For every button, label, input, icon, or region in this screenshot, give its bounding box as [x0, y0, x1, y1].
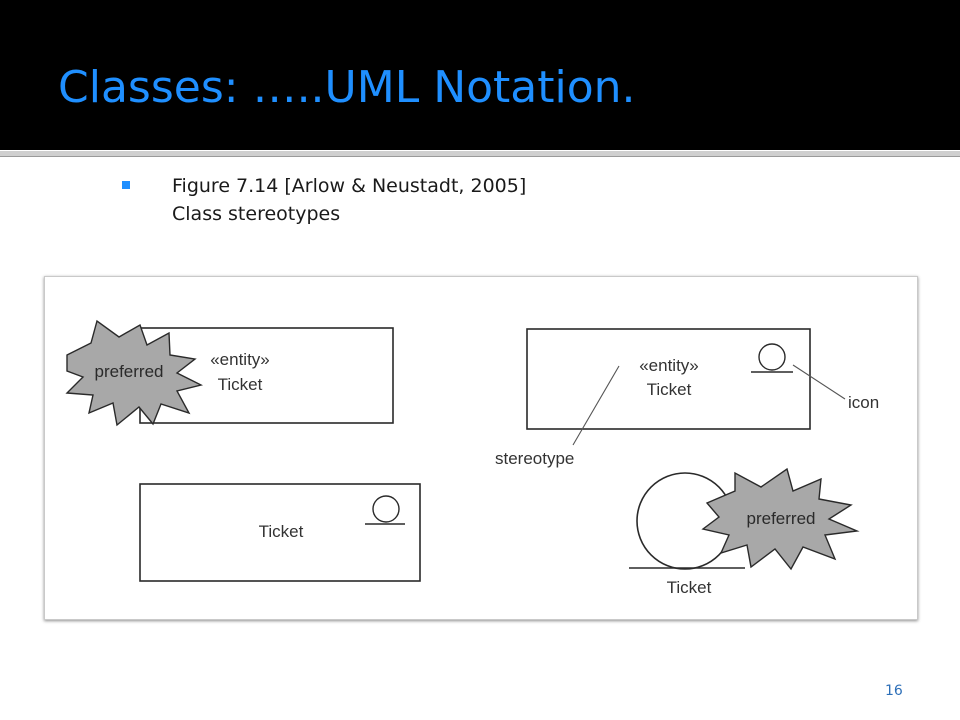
class-stereotypes-diagram: «entity» Ticket preferred Ticket «entity…	[65, 319, 879, 597]
class-icon-form-preferred: preferred Ticket	[629, 467, 860, 597]
burst-label: preferred	[95, 362, 164, 381]
class-name-label: Ticket	[647, 380, 692, 399]
class-name-label: Ticket	[218, 375, 263, 394]
class-box-icon-small: Ticket	[139, 483, 421, 582]
class-box-entity-preferred: «entity» Ticket preferred	[65, 319, 394, 427]
circle-icon	[758, 343, 786, 371]
title-bar	[0, 0, 960, 150]
stereotype-callout-line	[572, 365, 620, 446]
slide-title: Classes: …..UML Notation.	[58, 62, 636, 113]
square-bullet-icon	[122, 181, 130, 189]
class-stereotype-label: «entity»	[639, 356, 699, 375]
class-rectangle	[526, 328, 811, 430]
burst-label: preferred	[747, 509, 816, 528]
bullet-text: Figure 7.14 [Arlow & Neustadt, 2005] Cla…	[172, 172, 526, 228]
preferred-burst-icon	[65, 319, 204, 427]
class-name-label: Ticket	[667, 578, 712, 597]
class-rectangle	[139, 483, 421, 582]
icon-callout-line	[792, 364, 846, 400]
page-number: 16	[885, 683, 903, 699]
class-name-label: Ticket	[259, 522, 304, 541]
class-box-entity-icon: «entity» Ticket icon stereotype	[495, 328, 879, 468]
figure-citation: Figure 7.14 [Arlow & Neustadt, 2005]	[172, 175, 527, 197]
title-divider	[0, 151, 960, 157]
figure-caption: Class stereotypes	[172, 203, 341, 225]
stereotype-callout-label: stereotype	[495, 449, 574, 468]
icon-callout-label: icon	[848, 393, 879, 412]
figure-frame: «entity» Ticket preferred Ticket «entity…	[44, 276, 918, 620]
circle-icon	[372, 495, 400, 523]
preferred-burst-icon	[701, 467, 860, 571]
class-stereotype-label: «entity»	[210, 350, 270, 369]
